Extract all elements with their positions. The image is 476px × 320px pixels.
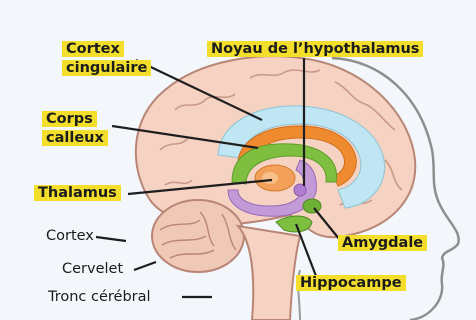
label-hippocampe: Hippocampe bbox=[296, 274, 406, 293]
label-corps-calleux: Corps calleux bbox=[42, 110, 108, 148]
label-cortex-cingulaire-line2: cingulaire bbox=[62, 60, 151, 76]
brainstem bbox=[238, 226, 300, 320]
label-amygdale: Amygdale bbox=[338, 234, 427, 253]
label-cortex-cingulaire-line1: Cortex bbox=[62, 41, 124, 57]
label-cortex-cingulaire: Cortex cingulaire bbox=[62, 40, 151, 78]
label-tronc-cerebral: Tronc cérébral bbox=[48, 288, 151, 307]
label-noyau-hypothalamus: Noyau de l’hypothalamus bbox=[207, 40, 423, 59]
label-cortex: Cortex bbox=[46, 227, 94, 246]
label-thalamus: Thalamus bbox=[34, 184, 121, 203]
cerebellum bbox=[152, 200, 244, 272]
hippocampus-structure bbox=[276, 216, 312, 232]
label-cervelet: Cervelet bbox=[62, 260, 123, 279]
amygdala-structure bbox=[303, 199, 321, 213]
